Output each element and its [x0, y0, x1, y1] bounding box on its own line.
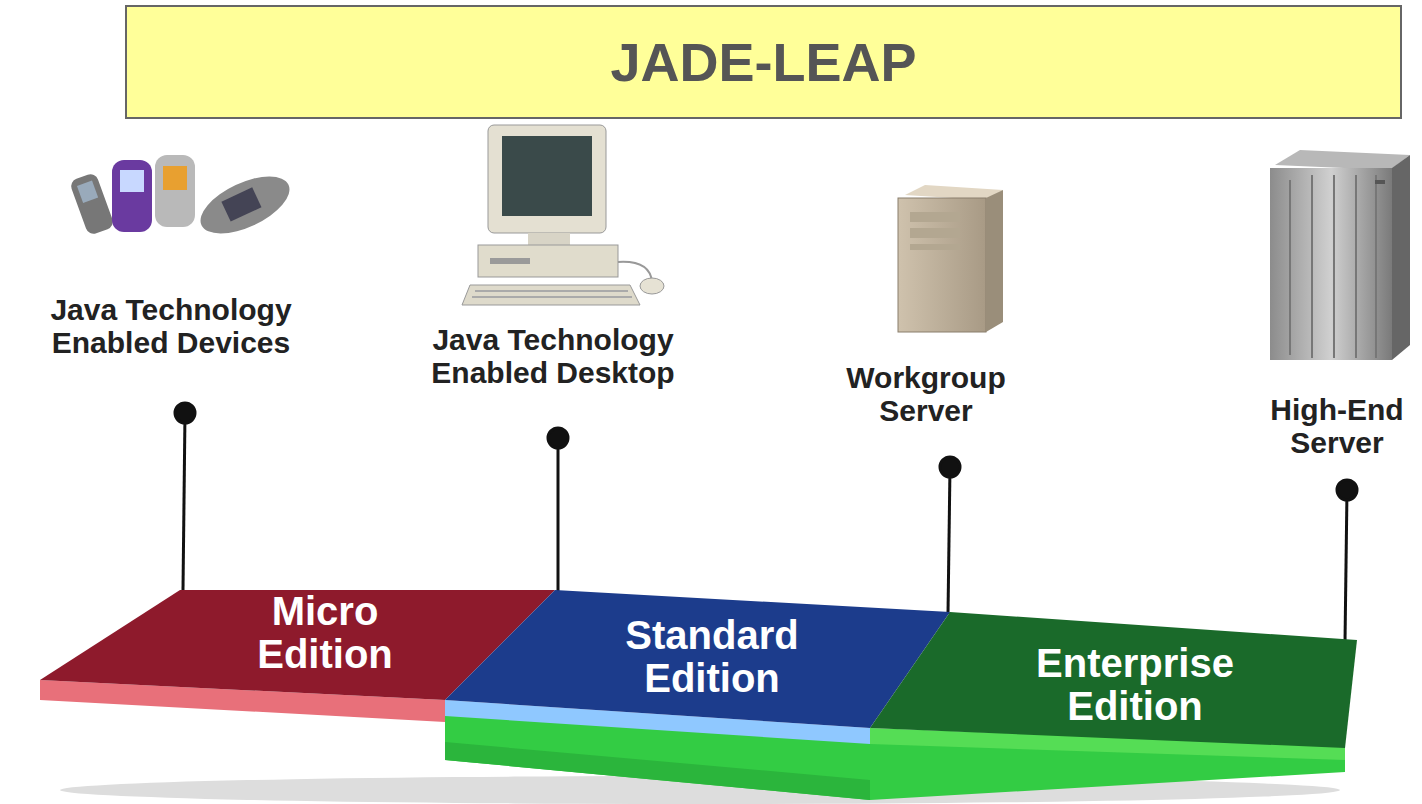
high-end-server-label: High-End Server — [1262, 393, 1412, 459]
desktop-label: Java Technology Enabled Desktop — [388, 323, 718, 389]
edition-label: Enterprise Edition — [1010, 642, 1260, 728]
title-text: JADE-LEAP — [127, 31, 1400, 93]
workgroup-server-label: Workgroup Server — [836, 361, 1016, 427]
enterprise-edition-slab: Enterprise Edition — [865, 605, 1365, 750]
title-banner: JADE-LEAP — [125, 5, 1402, 119]
slab-top — [870, 612, 1357, 748]
edition-label: Micro Edition — [230, 590, 420, 676]
device-label: Java Technology Enabled Devices — [6, 293, 336, 359]
edition-label: Standard Edition — [597, 614, 827, 700]
slab-top — [445, 590, 950, 728]
